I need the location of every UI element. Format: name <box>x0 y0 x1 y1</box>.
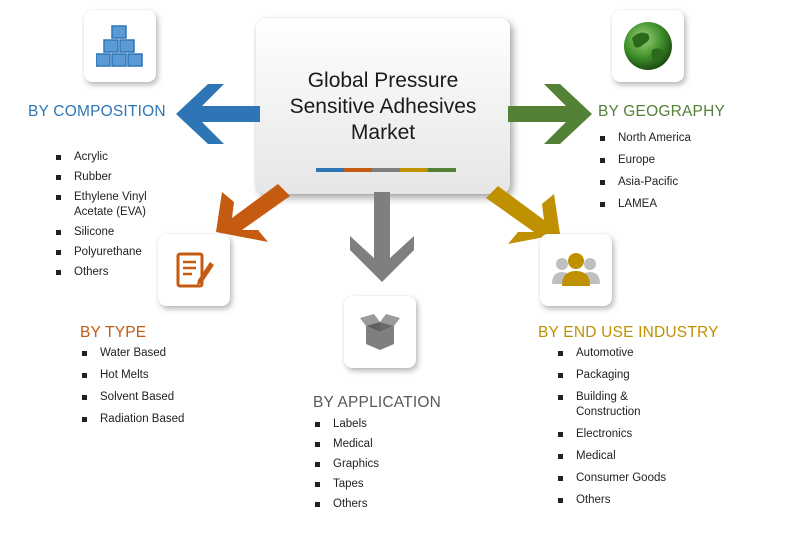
list-item: Others <box>556 493 686 508</box>
list-item: Silicone <box>54 225 184 240</box>
center-title-box: Global Pressure Sensitive Adhesives Mark… <box>256 18 510 194</box>
application-list: Labels Medical Graphics Tapes Others <box>313 417 453 512</box>
color-bar-orange <box>344 168 372 172</box>
arrow-left <box>176 84 260 144</box>
list-item: Packaging <box>556 368 686 383</box>
arrow-down-right <box>486 186 560 244</box>
list-item: Others <box>313 497 453 512</box>
list-item: Medical <box>313 437 453 452</box>
application-heading: BY APPLICATION <box>313 394 441 411</box>
composition-heading: BY COMPOSITION <box>28 103 166 120</box>
list-item: Solvent Based <box>80 390 240 405</box>
composition-tile <box>84 10 156 82</box>
arrow-down-left <box>216 184 290 242</box>
list-item: Asia-Pacific <box>598 175 758 190</box>
arrow-down <box>350 192 414 282</box>
list-item: Ethylene Vinyl Acetate (EVA) <box>54 190 184 220</box>
application-tile <box>344 296 416 368</box>
list-item: Water Based <box>80 346 240 361</box>
cubes-icon <box>96 25 143 67</box>
document-pencil-icon <box>176 252 214 288</box>
list-item: Europe <box>598 153 758 168</box>
end-use-list: Automotive Packaging Building & Construc… <box>556 346 686 508</box>
list-item: Polyurethane <box>54 245 184 260</box>
diagram-title: Global Pressure Sensitive Adhesives Mark… <box>256 68 510 146</box>
color-bar-gray <box>372 168 400 172</box>
globe-icon <box>624 22 672 70</box>
list-item: Graphics <box>313 457 453 472</box>
geography-heading: BY GEOGRAPHY <box>598 103 726 120</box>
end-use-tile <box>540 234 612 306</box>
geography-tile <box>612 10 684 82</box>
list-item: Tapes <box>313 477 453 492</box>
list-item: Automotive <box>556 346 686 361</box>
type-list: Water Based Hot Melts Solvent Based Radi… <box>80 346 240 427</box>
list-item: Electronics <box>556 427 686 442</box>
open-box-icon <box>360 314 400 350</box>
arrow-right <box>508 84 592 144</box>
type-heading: BY TYPE <box>80 324 147 341</box>
title-line-2: Sensitive Adhesives <box>289 95 477 118</box>
users-icon <box>552 253 600 286</box>
list-item: LAMEA <box>598 197 758 212</box>
list-item: Others <box>54 265 184 280</box>
list-item: Building & Construction <box>556 390 672 420</box>
title-line-1: Global Pressure <box>307 69 459 92</box>
end-use-heading: BY END USE INDUSTRY <box>538 324 719 341</box>
list-item: North America <box>598 131 758 146</box>
list-item: Labels <box>313 417 453 432</box>
composition-list: Acrylic Rubber Ethylene Vinyl Acetate (E… <box>54 150 184 280</box>
color-bar-gold <box>400 168 428 172</box>
list-item: Acrylic <box>54 150 184 165</box>
list-item: Radiation Based <box>80 412 240 427</box>
list-item: Consumer Goods <box>556 471 686 486</box>
title-line-3: Market <box>350 121 416 144</box>
type-tile <box>158 234 230 306</box>
list-item: Rubber <box>54 170 184 185</box>
list-item: Medical <box>556 449 686 464</box>
color-bar-blue <box>316 168 344 172</box>
list-item: Hot Melts <box>80 368 240 383</box>
color-bar-green <box>428 168 456 172</box>
geography-list: North America Europe Asia-Pacific LAMEA <box>598 131 758 212</box>
